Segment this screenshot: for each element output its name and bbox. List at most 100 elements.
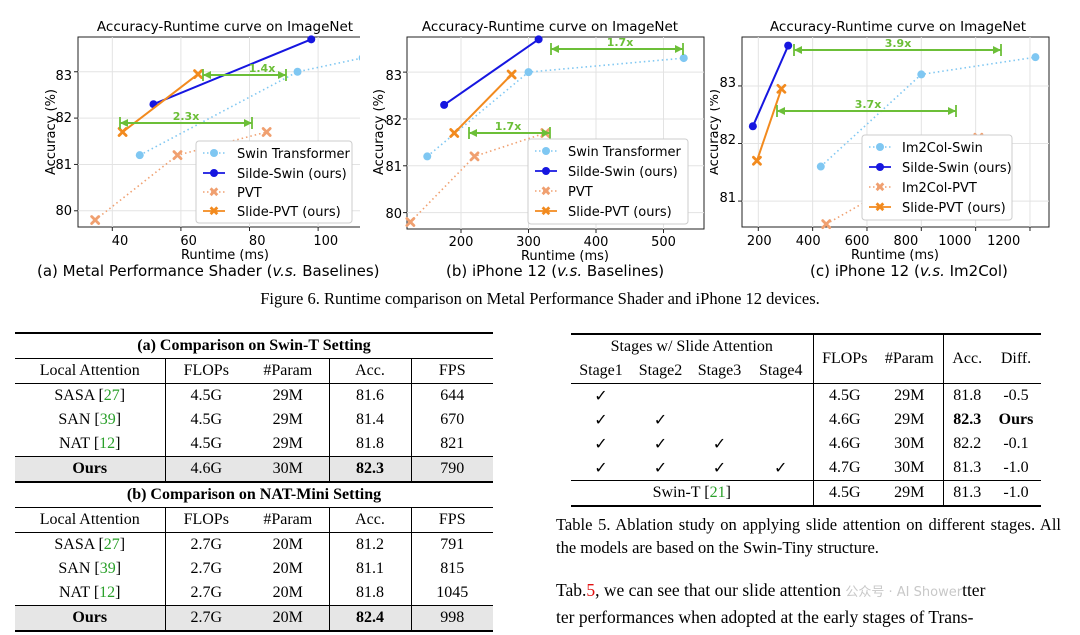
watermark: 公众号 · AI Shower xyxy=(845,585,963,600)
data-point xyxy=(117,127,128,137)
column-header: Stage4 xyxy=(749,359,814,384)
section-title: (a) Comparison on Swin-T Setting xyxy=(137,337,371,354)
subcaption-text: Baselines) xyxy=(297,262,380,280)
data-point xyxy=(1031,53,1040,62)
acc-cell: 82.3 xyxy=(329,456,412,482)
legend-marker xyxy=(876,143,884,151)
x-tick-label: 300 xyxy=(516,235,541,250)
plot-frame xyxy=(77,36,360,228)
x-tick-label: 80 xyxy=(249,234,266,249)
fps-cell: 998 xyxy=(411,605,493,631)
y-tick-label: 82 xyxy=(385,114,402,129)
table-row: NAT [12] 2.7G 20M 81.8 1045 xyxy=(15,581,493,606)
flops-cell: 4.5G xyxy=(828,484,861,501)
legend-marker xyxy=(210,149,218,157)
body-line-1: Tab.5, we can see that our slide attenti… xyxy=(556,578,1061,605)
data-point xyxy=(917,70,926,79)
comparison-table: (a) Comparison on Swin-T Setting Local A… xyxy=(15,332,493,632)
column-header: Local Attention xyxy=(15,358,166,384)
data-point xyxy=(90,215,101,225)
flops-cell: 4.5G xyxy=(828,387,861,404)
x-tick-label: 400 xyxy=(584,235,609,250)
x-axis-label: Runtime (ms) xyxy=(851,248,939,262)
table5-caption: Table 5. Ablation study on applying slid… xyxy=(556,515,1061,557)
stage-cell xyxy=(690,384,749,409)
check-icon: ✓ xyxy=(653,436,668,453)
plot-frame xyxy=(741,36,1050,228)
tab-prefix: Tab. xyxy=(556,580,587,600)
body-text: , we can see that our slide attention xyxy=(595,580,842,600)
flops-cell: 4.6G xyxy=(828,435,861,452)
y-tick-label: 81 xyxy=(385,160,402,175)
y-tick-label: 83 xyxy=(385,69,402,84)
citation-link[interactable]: 12 xyxy=(99,584,116,601)
citation-link[interactable]: 27 xyxy=(103,536,120,553)
citation-link[interactable]: 21 xyxy=(709,484,726,501)
table-row-ours: Ours 2.7G 20M 82.4 998 xyxy=(15,605,493,631)
data-point xyxy=(358,54,360,61)
acc-cell: 82.2 xyxy=(953,435,982,452)
acc-cell: 81.2 xyxy=(329,532,412,557)
flops-cell: 4.5G xyxy=(190,411,223,428)
annotations: 1.7x 1.7x xyxy=(468,36,684,139)
citation-link[interactable]: 12 xyxy=(99,435,116,452)
data-point xyxy=(449,128,460,138)
acc-cell: 81.8 xyxy=(329,581,412,606)
body-line-2: ter performances when adopted at the ear… xyxy=(556,607,974,627)
param-cell: 30M xyxy=(247,456,330,482)
stage-group-header: Stages w/ Slide Attention xyxy=(571,334,814,359)
diff-cell: Ours xyxy=(998,411,1034,428)
table-row-ours: Ours 4.6G 30M 82.3 790 xyxy=(15,456,493,482)
param-cell: 20M xyxy=(247,605,330,631)
x-ticks: 40 60 80 100 xyxy=(112,234,338,249)
acc-cell: 81.4 xyxy=(329,408,412,432)
data-point xyxy=(405,217,416,227)
table-link[interactable]: 5 xyxy=(586,580,596,600)
data-point xyxy=(193,69,203,79)
method-name: SASA xyxy=(54,387,95,404)
data-point xyxy=(440,100,449,109)
data-point xyxy=(679,54,688,63)
fps-cell: 790 xyxy=(411,456,493,482)
flops-cell: 2.7G xyxy=(190,584,223,601)
data-point xyxy=(423,152,432,161)
annotations: 1.4x 2.3x xyxy=(119,62,287,129)
citation-link[interactable]: 27 xyxy=(103,387,120,404)
subcaption-text: Baselines) xyxy=(582,262,665,280)
method-name: NAT xyxy=(59,435,90,452)
diff-cell: -0.5 xyxy=(1003,387,1029,404)
x-ticks: 200 400 600 800 1000 1200 xyxy=(747,234,1020,249)
acc-cell: 81.8 xyxy=(329,432,412,457)
column-header: Acc. xyxy=(329,507,412,533)
subcaption-vs: v.s. xyxy=(557,262,583,280)
legend-label: PVT xyxy=(568,185,593,200)
legend-marker xyxy=(876,163,884,171)
method-name: SASA xyxy=(54,536,95,553)
check-icon: ✓ xyxy=(653,412,668,429)
data-point xyxy=(748,122,757,131)
fps-cell: 791 xyxy=(440,536,465,553)
flops-cell: 4.6G xyxy=(165,456,247,482)
speedup-label: 3.9x xyxy=(885,37,912,50)
marks-layer xyxy=(748,41,1040,230)
figure-caption: Figure 6. Runtime comparison on Metal Pe… xyxy=(260,289,820,308)
citation-link[interactable]: 39 xyxy=(99,560,116,577)
param-cell: 29M xyxy=(876,383,944,408)
chart-b: Accuracy-Runtime curve on ImageNet 200 3… xyxy=(372,19,705,262)
x-tick-label: 60 xyxy=(180,234,197,249)
data-point xyxy=(752,155,762,166)
column-header: #Param xyxy=(247,358,330,384)
series-line xyxy=(755,88,783,162)
subcaption-c: (c) iPhone 12 (v.s. Im2Col) xyxy=(810,262,1008,280)
method-name: SAN xyxy=(58,560,91,577)
legend-label: Slide-PVT (ours) xyxy=(902,201,1006,216)
diff-cell: -1.0 xyxy=(1003,484,1029,501)
legend-label: Slide-PVT (ours) xyxy=(237,205,341,220)
y-ticks: 80 81 82 83 xyxy=(385,69,402,222)
citation-link[interactable]: 39 xyxy=(99,411,116,428)
column-header: Stage2 xyxy=(638,362,683,379)
check-icon: ✓ xyxy=(594,388,608,405)
legend-marker xyxy=(542,147,550,155)
subcaption-vs: v.s. xyxy=(272,262,298,280)
acc-cell: 81.8 xyxy=(953,387,982,404)
